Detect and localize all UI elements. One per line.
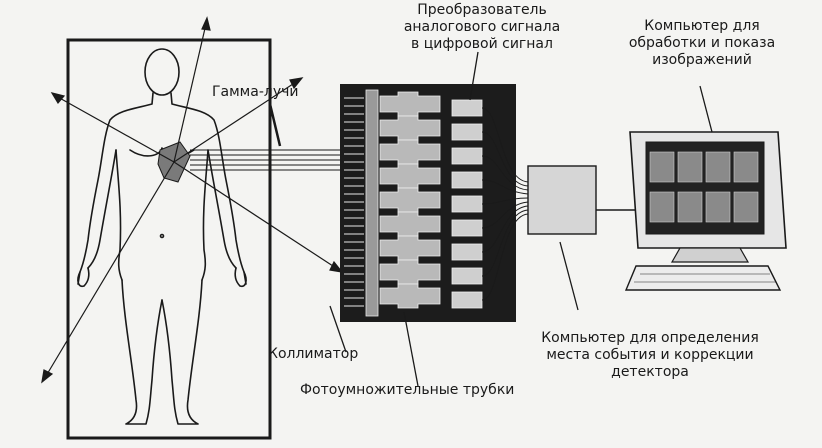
body-left-hand	[77, 267, 90, 288]
screen-image	[705, 191, 731, 223]
label-computer-event-line: Компьютер для определения	[541, 330, 759, 346]
monitor-stand	[670, 247, 750, 263]
body-head	[144, 48, 180, 96]
screen-image	[733, 151, 759, 183]
label-computer-event-line: места события и коррекции	[546, 347, 754, 363]
adc-block	[451, 171, 483, 189]
body-torso-right	[201, 149, 209, 281]
body-right-hand	[234, 267, 247, 288]
pmt-tube	[379, 163, 441, 189]
body-left-leg	[121, 279, 163, 425]
adc-wires	[481, 107, 529, 301]
adc-block	[451, 123, 483, 141]
screen-images	[649, 151, 759, 223]
adc-block	[451, 195, 483, 213]
pmt-tube	[379, 211, 441, 237]
pmt-tube	[379, 259, 441, 285]
label-adc-line: в цифровой сигнал	[411, 36, 553, 52]
label-computer-event-line: детектора	[611, 364, 689, 380]
gamma-label-pointer	[268, 103, 282, 147]
collimator-comb	[344, 97, 364, 307]
human-body	[77, 48, 247, 425]
label-computer-display: Компьютер для обработки и показа изображ…	[612, 18, 792, 69]
adc-block	[451, 219, 483, 237]
label-adc-line: аналогового сигнала	[403, 19, 561, 35]
pmt-tube	[379, 283, 441, 309]
screen-image	[733, 191, 759, 223]
adc-blocks	[451, 99, 483, 309]
pmt-tube	[379, 187, 441, 213]
label-collimator: Коллиматор	[268, 346, 359, 362]
label-adc: Преобразователь аналогового сигнала в ци…	[392, 2, 572, 53]
body-navel	[159, 233, 165, 239]
body-left-inner-arm	[87, 149, 117, 269]
patient-frame	[66, 38, 272, 440]
label-computer-display-line: обработки и показа	[628, 35, 776, 51]
adc-block	[451, 99, 483, 117]
screen-image	[649, 151, 675, 183]
pmt-tube	[379, 91, 441, 117]
label-computer-display-line: Компьютер для	[644, 18, 760, 34]
screen-image	[705, 151, 731, 183]
pmt-pointer	[403, 311, 419, 387]
screen-image	[677, 191, 703, 223]
pmt-tube	[379, 139, 441, 165]
body-right-leg	[161, 279, 203, 425]
gamma-ray-arrows	[41, 16, 344, 384]
collimated-rays	[190, 149, 342, 171]
photomultiplier-tubes	[379, 91, 441, 309]
label-gamma-rays: Гамма-лучи	[212, 84, 299, 100]
crystal-strip	[365, 89, 379, 317]
screen-image	[649, 191, 675, 223]
event-computer-box	[527, 165, 597, 235]
body-outline	[77, 92, 247, 285]
label-computer-display-line: изображений	[652, 52, 752, 68]
display-pointer	[699, 85, 713, 133]
pmt-tube	[379, 115, 441, 141]
label-photomultiplier-tubes: Фотоумножительные трубки	[300, 382, 515, 398]
keyboard	[624, 265, 782, 291]
adc-block	[451, 291, 483, 309]
screen-image	[677, 151, 703, 183]
label-adc-line: Преобразователь	[417, 2, 547, 18]
monitor	[624, 131, 787, 291]
body-torso-left	[115, 149, 123, 281]
adc-block	[451, 243, 483, 261]
pmt-tube	[379, 235, 441, 261]
adc-block	[451, 147, 483, 165]
event-computer-pointer	[559, 241, 579, 311]
label-computer-event: Компьютер для определения места события …	[520, 330, 780, 381]
adc-pointer	[469, 51, 479, 101]
collimator-pointer	[329, 305, 347, 353]
body-right-inner-arm	[207, 149, 237, 269]
label-pointers	[329, 51, 713, 387]
adc-block	[451, 267, 483, 285]
